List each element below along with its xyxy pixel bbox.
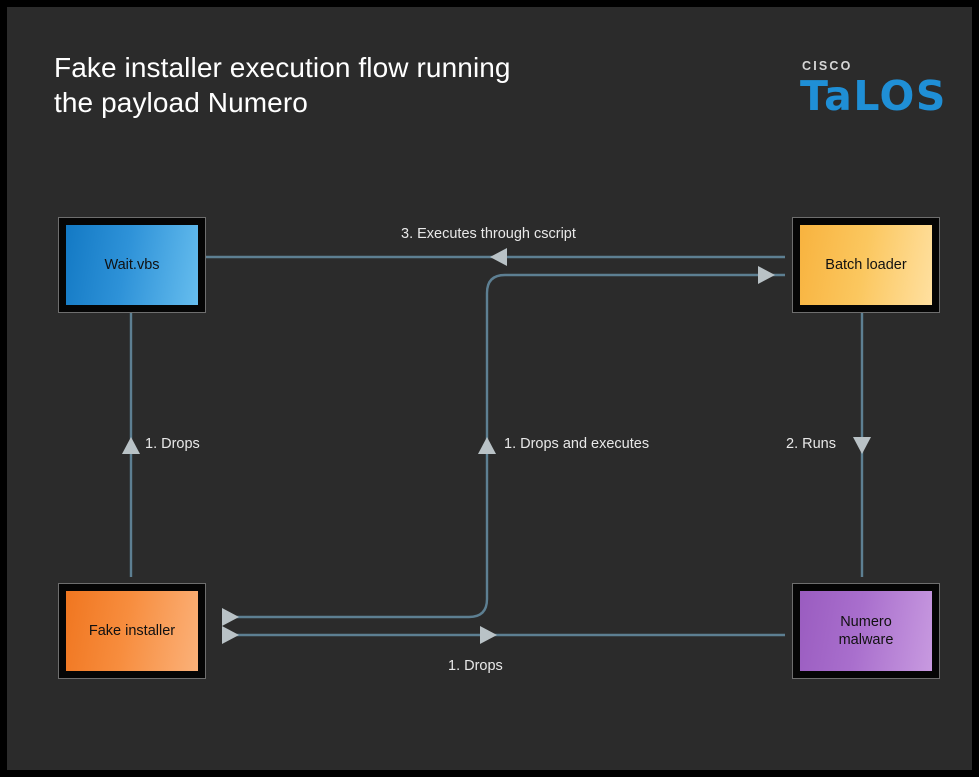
arrowhead-fake-upper xyxy=(222,608,239,626)
arrowhead-runs xyxy=(853,437,871,454)
logo-product-text: TaLOS xyxy=(800,72,947,120)
node-fake-installer-label: Fake installer xyxy=(66,591,198,671)
node-numero-malware[interactable]: Numero malware xyxy=(792,583,940,679)
edge-label-drops-bottom: 1. Drops xyxy=(448,658,503,674)
node-fake-installer[interactable]: Fake installer xyxy=(58,583,206,679)
node-numero-malware-label: Numero malware xyxy=(800,591,932,671)
arrowhead-drops-left xyxy=(122,437,140,454)
diagram-canvas: Fake installer execution flow running th… xyxy=(7,7,972,770)
node-wait-vbs-label: Wait.vbs xyxy=(66,225,198,305)
cisco-talos-logo: CISCO TaLOS xyxy=(800,59,950,118)
node-batch-loader[interactable]: Batch loader xyxy=(792,217,940,313)
edge-label-executes-through-cscript: 3. Executes through cscript xyxy=(401,226,576,242)
connector-layer xyxy=(122,248,871,644)
arrowhead-cscript xyxy=(490,248,507,266)
node-wait-vbs[interactable]: Wait.vbs xyxy=(58,217,206,313)
arrowhead-drops-bottom xyxy=(480,626,497,644)
edge-label-runs: 2. Runs xyxy=(786,436,836,452)
arrowhead-fake-lower xyxy=(222,626,239,644)
edge-label-drops-and-executes: 1. Drops and executes xyxy=(504,436,650,452)
page-title: Fake installer execution flow running th… xyxy=(54,52,511,118)
node-batch-loader-label: Batch loader xyxy=(800,225,932,305)
logo-brand-text: CISCO xyxy=(802,59,853,73)
arrowhead-drops-and-executes xyxy=(478,437,496,454)
arrowhead-into-batch-loader xyxy=(758,266,775,284)
edge-label-drops-left: 1. Drops xyxy=(145,436,200,452)
